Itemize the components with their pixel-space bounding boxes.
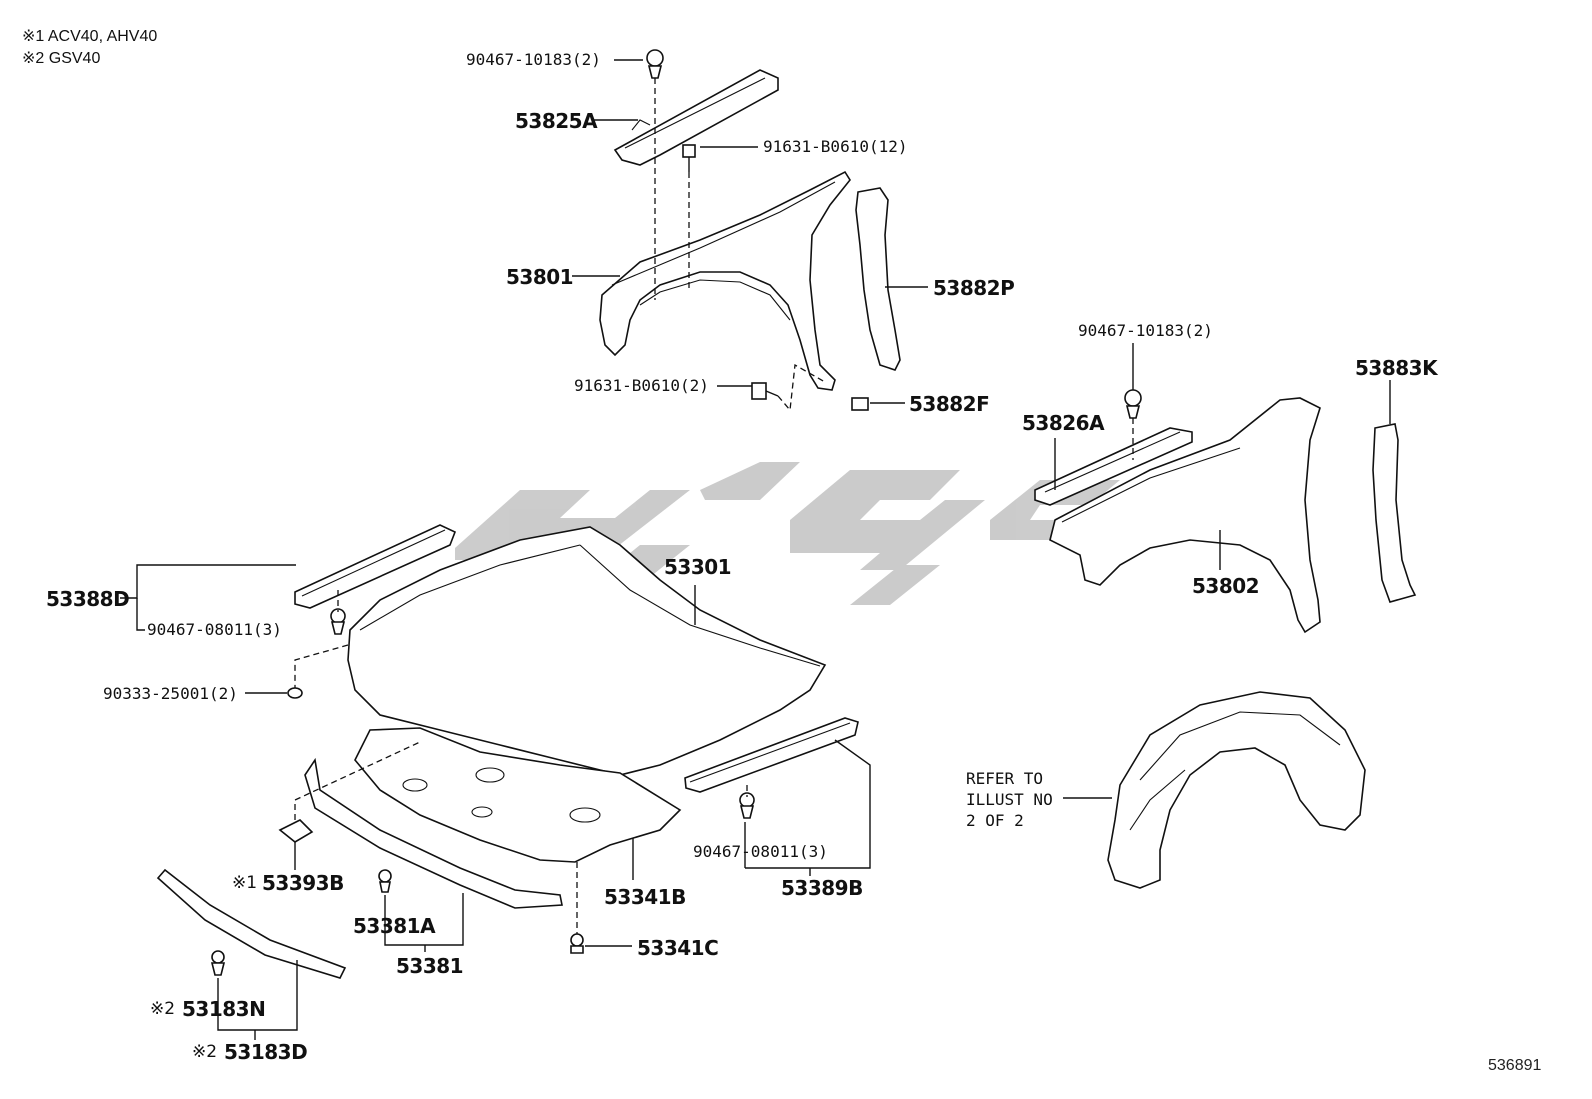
clip-53341c (570, 933, 584, 954)
marker-2a: ※2 (150, 999, 176, 1019)
fender-53802 (1049, 397, 1321, 634)
label-91631-b0610-2[interactable]: 91631-B0610(2) (574, 376, 709, 395)
hood-insulator-53341b (354, 727, 682, 863)
legend-item-1: ※1 ACV40, AHV40 (22, 27, 157, 47)
seal-53882p (855, 187, 901, 371)
seal-53183d (156, 868, 347, 979)
label-90467-08011-right[interactable]: 90467-08011(3) (693, 842, 828, 861)
leader-lines (120, 59, 1391, 1040)
label-53801[interactable]: 53801 (506, 265, 574, 289)
hood-seal-53389b (684, 717, 859, 793)
clip-90467-08011-right (739, 792, 755, 819)
label-90467-10183-upper[interactable]: 90467-10183(2) (466, 50, 601, 69)
hood-seal-53388d (294, 524, 457, 609)
label-53826a[interactable]: 53826A (1022, 411, 1105, 435)
clip-53393b (278, 819, 314, 843)
bolt-91631-b0610-12 (682, 144, 696, 172)
label-53341b[interactable]: 53341B (604, 885, 686, 909)
label-53825a[interactable]: 53825A (515, 109, 598, 133)
clip-53381a (378, 869, 392, 893)
legend-text-1: ACV40, AHV40 (47, 28, 158, 45)
label-53389b[interactable]: 53389B (781, 876, 863, 900)
label-53802[interactable]: 53802 (1192, 574, 1260, 598)
seal-53883k (1372, 423, 1417, 603)
legend-mark-1: ※1 (22, 28, 45, 45)
label-53381a[interactable]: 53381A (353, 914, 436, 938)
plug-90333-25001 (287, 687, 303, 699)
label-53341c[interactable]: 53341C (637, 936, 719, 960)
clip-53882f (851, 397, 869, 411)
legend-mark-2: ※2 (22, 50, 45, 67)
label-90333-25001[interactable]: 90333-25001(2) (103, 684, 238, 703)
fender-apron-seal-53825a (613, 69, 779, 166)
label-53183d[interactable]: 53183D (224, 1040, 308, 1064)
label-53883k[interactable]: 53883K (1355, 356, 1438, 380)
marker-1: ※1 (232, 873, 258, 893)
refer-note: REFER TO ILLUST NO 2 OF 2 (966, 769, 1053, 830)
clip-90467-10183-right (1124, 389, 1142, 419)
label-53882p[interactable]: 53882P (933, 276, 1015, 300)
figure-number: 536891 (1488, 1057, 1542, 1074)
clip-90467-08011-left (330, 608, 346, 635)
clip-53183n (210, 950, 226, 976)
marker-2b: ※2 (192, 1042, 218, 1062)
fender-liner (1107, 691, 1366, 889)
fender-apron-seal-53826a (1034, 427, 1193, 506)
fender-53801 (599, 170, 851, 391)
legend-item-2: ※2 GSV40 (22, 49, 100, 69)
label-53301[interactable]: 53301 (664, 555, 732, 579)
label-53882f[interactable]: 53882F (909, 392, 990, 416)
dashed-guides (294, 78, 1134, 934)
bolt-91631-b0610-2 (751, 382, 779, 400)
label-53381[interactable]: 53381 (396, 954, 464, 978)
clip-90467-10183-upper (646, 49, 664, 79)
label-53388d[interactable]: 53388D (46, 587, 130, 611)
label-91631-b0610-12[interactable]: 91631-B0610(12) (763, 137, 908, 156)
label-53183n[interactable]: 53183N (182, 997, 266, 1021)
label-53393b[interactable]: 53393B (262, 871, 344, 895)
label-90467-08011-left[interactable]: 90467-08011(3) (147, 620, 282, 639)
legend-text-2: GSV40 (48, 50, 101, 67)
hood-53301 (347, 526, 827, 776)
label-90467-10183-right[interactable]: 90467-10183(2) (1078, 321, 1213, 340)
seal-53381 (304, 757, 563, 909)
